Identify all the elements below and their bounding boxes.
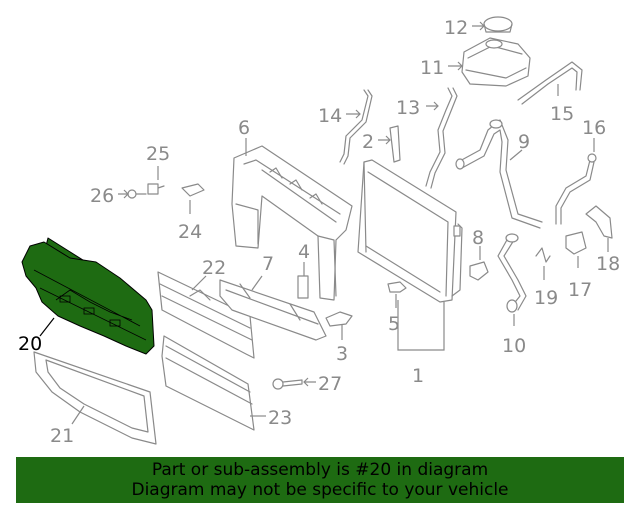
parts-diagram: 20 21 22 7 23 6 4 3 [18,16,620,447]
label-12[interactable]: 12 [444,17,468,39]
label-27[interactable]: 27 [318,373,342,395]
leader-2 [378,135,391,145]
part-7-bracket[interactable] [219,279,327,341]
part-18-bracket[interactable] [585,205,613,239]
part-13-hose[interactable] [425,87,458,189]
label-21[interactable]: 21 [50,425,74,447]
part-23-panel[interactable] [161,335,255,431]
part-27-bolt[interactable] [272,378,303,390]
label-2[interactable]: 2 [362,131,374,153]
label-10[interactable]: 10 [502,335,526,357]
part-24-block[interactable] [181,183,205,197]
leader-27 [303,377,316,387]
part-16-hose[interactable] [555,153,597,225]
label-19[interactable]: 19 [534,287,558,309]
label-3[interactable]: 3 [336,343,348,365]
label-4[interactable]: 4 [298,241,310,263]
label-20[interactable]: 20 [18,333,42,355]
banner-line-1: Part or sub-assembly is #20 in diagram [151,460,489,480]
label-1[interactable]: 1 [412,365,424,387]
part-21-frame[interactable] [33,351,157,445]
label-11[interactable]: 11 [420,57,444,79]
label-23[interactable]: 23 [268,407,292,429]
part-22-seal[interactable] [157,271,255,359]
leader-12 [472,21,485,31]
label-5[interactable]: 5 [388,313,400,335]
label-6[interactable]: 6 [238,117,250,139]
part-14-hose[interactable] [339,89,373,165]
leader-7 [251,275,263,291]
leader-1 [397,300,445,351]
label-14[interactable]: 14 [318,105,342,127]
leader-14 [346,109,361,119]
label-18[interactable]: 18 [596,253,620,275]
part-5-sensor[interactable] [387,281,407,293]
label-15[interactable]: 15 [550,103,574,125]
part-10-hose[interactable] [497,233,527,313]
label-24[interactable]: 24 [178,221,202,243]
part-17-pump[interactable] [565,231,587,255]
label-17[interactable]: 17 [568,279,592,301]
leader-20 [39,317,55,337]
leader-26 [118,189,129,199]
part-20-air-guide[interactable] [21,237,155,355]
label-22[interactable]: 22 [202,257,226,279]
part-12-cap[interactable] [483,16,513,33]
leader-13 [426,101,439,111]
leader-11 [448,61,463,71]
info-banner: Part or sub-assembly is #20 in diagram D… [16,457,624,503]
label-26[interactable]: 26 [90,185,114,207]
part-2-bracket[interactable] [389,125,401,163]
part-9-hose[interactable] [455,119,543,229]
leader-22 [191,275,207,291]
part-1-radiator[interactable] [357,159,463,303]
part-6-support-frame[interactable] [231,145,353,301]
part-8-connector[interactable] [469,261,489,281]
leader-9 [509,149,523,161]
part-25-fitting[interactable] [147,183,165,195]
part-26-screw[interactable] [127,189,147,199]
label-16[interactable]: 16 [582,117,606,139]
part-4-clip[interactable] [297,275,309,299]
banner-line-2: Diagram may not be specific to your vehi… [131,480,509,500]
part-3-bracket[interactable] [325,311,353,327]
part-19-clip[interactable] [535,247,551,263]
label-9[interactable]: 9 [518,131,530,153]
label-7[interactable]: 7 [262,253,274,275]
label-13[interactable]: 13 [396,97,420,119]
leader-21 [71,405,85,425]
label-25[interactable]: 25 [146,143,170,165]
part-15-hose[interactable] [517,61,583,105]
label-8[interactable]: 8 [472,227,484,249]
part-11-tank[interactable] [461,37,531,87]
